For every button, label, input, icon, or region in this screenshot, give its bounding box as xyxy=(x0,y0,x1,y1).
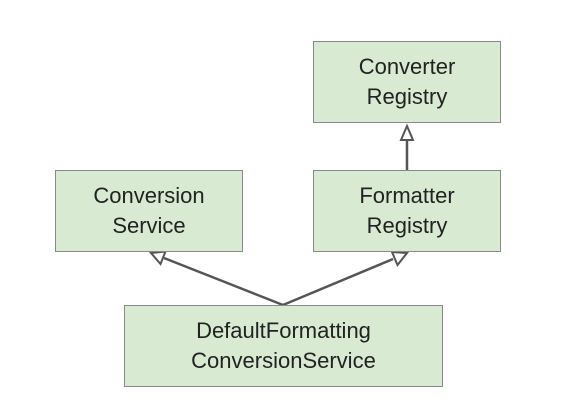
edge-line xyxy=(163,256,284,307)
node-label-line: DefaultFormatting xyxy=(196,318,371,343)
edge-formatter-to-converter xyxy=(399,123,415,170)
converter-registry-box: Converter Registry xyxy=(313,41,501,123)
hollow-arrowhead xyxy=(399,123,415,141)
node-label-line: Formatter xyxy=(359,183,455,208)
edge-line xyxy=(282,257,394,307)
formatter-registry-box: Formatter Registry xyxy=(313,170,501,252)
conversion-service-box: Conversion Service xyxy=(55,170,243,252)
node-label-line: Service xyxy=(112,213,186,238)
hollow-arrowhead xyxy=(148,250,168,266)
hollow-arrowhead xyxy=(390,250,409,267)
node-label-line: Registry xyxy=(366,213,448,238)
edge-default-to-conversion-service xyxy=(148,250,284,307)
node-label-line: Registry xyxy=(366,84,448,109)
edge-default-to-formatter-registry xyxy=(282,250,409,307)
default-formatting-conversion-service-box: DefaultFormatting ConversionService xyxy=(124,305,443,387)
node-label-line: Converter xyxy=(358,54,456,79)
node-label-line: Conversion xyxy=(93,183,205,208)
node-label-line: ConversionService xyxy=(191,348,376,373)
